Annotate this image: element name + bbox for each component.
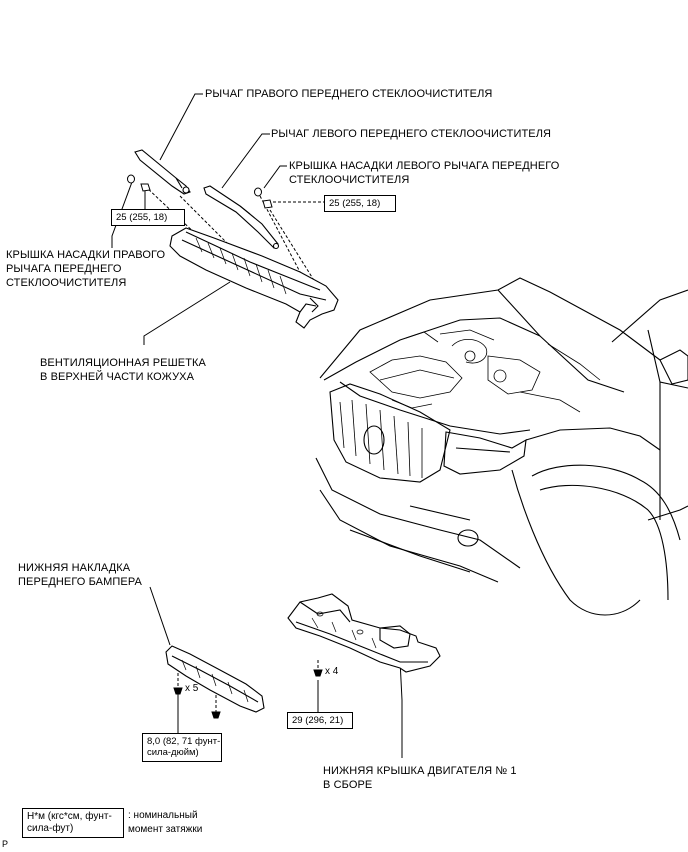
label-bumper-cover-line2: ПЕРЕДНЕГО БАМПЕРА — [18, 576, 142, 588]
legend-desc-line2: момент затяжки — [128, 824, 203, 835]
label-right-wiper-arm: РЫЧАГ ПРАВОГО ПЕРЕДНЕГО СТЕКЛООЧИСТИТЕЛЯ — [205, 88, 493, 100]
left-nut-drawing — [262, 199, 273, 209]
label-right-arm-cap-line1: КРЫШКА НАСАДКИ ПРАВОГО — [6, 249, 166, 261]
torque-bumper-line1: 8,0 (82, 71 фунт- — [147, 736, 221, 747]
left-arm-cap-drawing — [254, 187, 262, 197]
label-cowl-grille-line2: В ВЕРХНЕЙ ЧАСТИ КОЖУХА — [40, 371, 195, 383]
bumper-lower-cover-drawing — [165, 645, 265, 713]
torque-box-right-nut: 25 (255, 18) — [111, 209, 185, 226]
qty-engine-cover-bolts: x 4 — [325, 666, 339, 677]
legend-unit-line1: Н*м (кгс*см, фунт- — [27, 811, 112, 822]
right-wiper-arm-drawing — [134, 149, 191, 195]
label-left-arm-cap-line2: СТЕКЛООЧИСТИТЕЛЯ — [289, 174, 410, 186]
leader-right-wiper-arm — [159, 93, 203, 161]
torque-bumper-line2: сила-дюйм) — [147, 747, 199, 758]
label-left-wiper-arm: РЫЧАГ ЛЕВОГО ПЕРЕДНЕГО СТЕКЛООЧИСТИТЕЛЯ — [271, 128, 552, 140]
qty-bumper-bolts: x 5 — [185, 683, 199, 694]
leader-bumper-cover — [149, 586, 171, 646]
legend-unit-box: Н*м (кгс*см, фунт- сила-фут) — [22, 808, 124, 838]
label-left-arm-cap-line1: КРЫШКА НАСАДКИ ЛЕВОГО РЫЧАГА ПЕРЕДНЕГО — [289, 160, 560, 172]
torque-box-bumper: 8,0 (82, 71 фунт- сила-дюйм) — [142, 733, 222, 762]
engine-under-cover-drawing — [287, 593, 441, 673]
leader-engine-cover — [399, 659, 403, 758]
label-engine-cover-line1: НИЖНЯЯ КРЫШКА ДВИГАТЕЛЯ № 1 — [323, 765, 517, 777]
cowl-grille-drawing — [169, 227, 339, 329]
leader-left-arm-cap — [263, 165, 287, 189]
leader-right-arm-cap — [111, 181, 133, 248]
torque-box-left-nut: 25 (255, 18) — [324, 195, 396, 212]
left-wiper-arm-drawing — [203, 185, 280, 250]
legend-desc-line1: : номинальный — [128, 810, 198, 821]
corner-mark: P — [2, 839, 9, 849]
legend-unit-line2: сила-фут) — [27, 823, 74, 834]
right-nut-drawing — [140, 183, 151, 192]
torque-box-engine-cover: 29 (296, 21) — [287, 712, 353, 729]
label-right-arm-cap-line2: РЫЧАГА ПЕРЕДНЕГО — [6, 263, 122, 275]
engine-cover-bolt-drawing — [313, 669, 323, 677]
label-bumper-cover-line1: НИЖНЯЯ НАКЛАДКА — [18, 562, 131, 574]
label-cowl-grille-line1: ВЕНТИЛЯЦИОННАЯ РЕШЕТКА — [40, 357, 206, 369]
right-arm-cap-drawing — [127, 174, 135, 184]
leader-left-wiper-arm — [221, 133, 270, 189]
leader-cowl-grille — [143, 281, 231, 345]
label-engine-cover-line2: В СБОРЕ — [323, 779, 373, 791]
vehicle-front-drawing — [315, 277, 688, 616]
label-right-arm-cap-line3: СТЕКЛООЧИСТИТЕЛЯ — [6, 277, 127, 289]
bumper-bolt-drawing — [173, 687, 221, 719]
